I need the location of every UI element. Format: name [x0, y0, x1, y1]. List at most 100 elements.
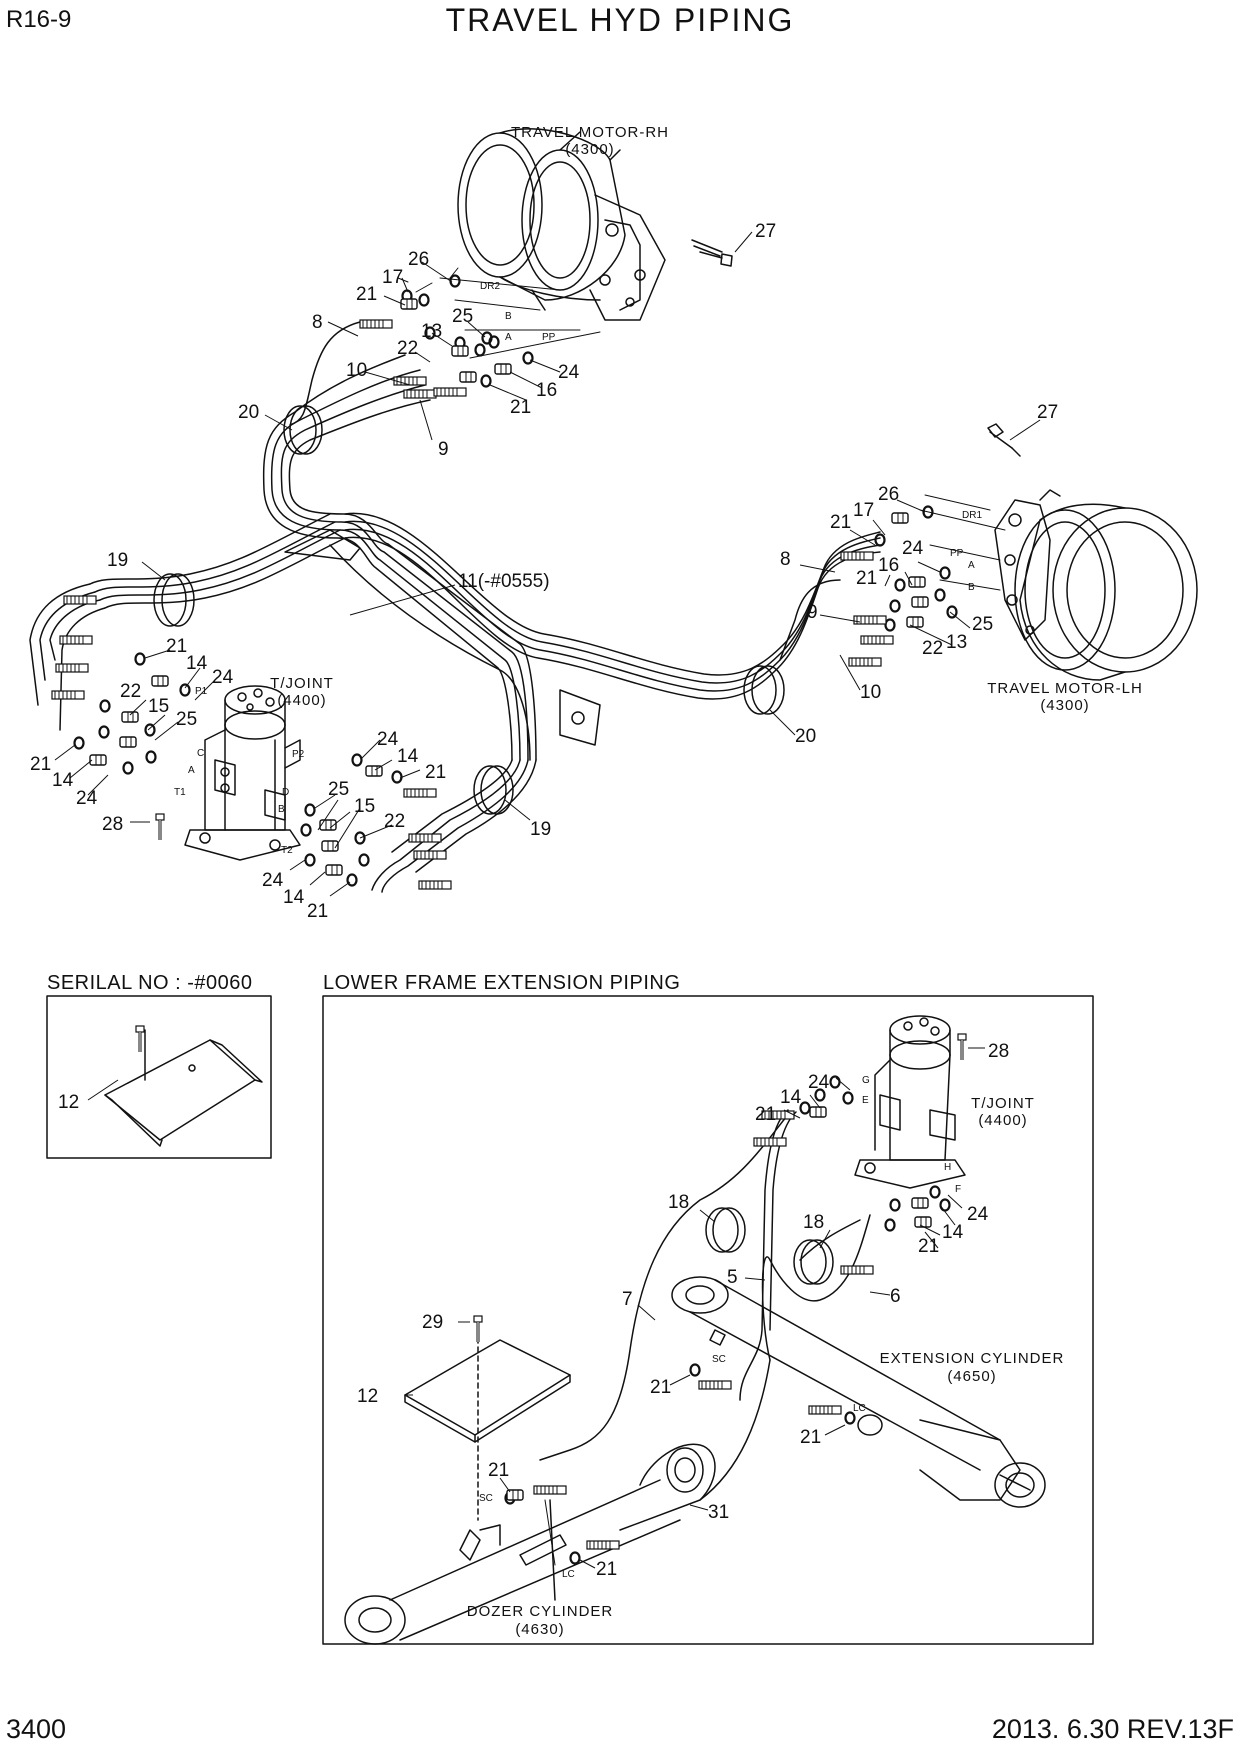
callout-24: 24 [377, 729, 399, 750]
dozer-cylinder [344, 1443, 716, 1645]
section-titles: SERILAL NO : -#0060 LOWER FRAME EXTENSIO… [47, 972, 680, 994]
port-p1: P1 [195, 686, 208, 697]
callout-21: 21 [166, 636, 187, 657]
port-lc1: LC [853, 1403, 866, 1414]
callout-9: 9 [438, 439, 449, 460]
callout-24: 24 [902, 538, 924, 559]
callout-22: 22 [384, 811, 405, 832]
page-title: TRAVEL HYD PIPING [445, 2, 795, 38]
callout-27: 27 [755, 221, 776, 242]
callout-15: 15 [354, 796, 375, 817]
port-dr1: DR1 [962, 510, 982, 521]
callout-12: 12 [357, 1386, 378, 1407]
callout-21: 21 [356, 284, 377, 305]
callout-19: 19 [530, 819, 551, 840]
extension-cylinder [671, 1276, 1046, 1508]
tjoint-ext-number: (4400) [978, 1112, 1027, 1129]
hose-bundle-main [29, 321, 881, 893]
callout-20: 20 [795, 726, 816, 747]
callout-14: 14 [186, 653, 208, 674]
callout-21: 21 [856, 568, 877, 589]
port-h: H [944, 1162, 951, 1173]
callout-24: 24 [558, 362, 580, 383]
callout-21: 21 [755, 1104, 776, 1125]
port-e: E [862, 1095, 869, 1106]
motor-lh-number: (4300) [1040, 697, 1089, 714]
callout-31: 31 [708, 1502, 729, 1523]
callout-25: 25 [176, 709, 197, 730]
clamp-20a [283, 405, 323, 455]
callout-25: 25 [452, 306, 473, 327]
callout-10: 10 [860, 682, 881, 703]
callout-22: 22 [922, 638, 943, 659]
component-labels: TRAVEL MOTOR-RH (4300) TRAVEL MOTOR-LH (… [270, 124, 1143, 1638]
callout-24: 24 [212, 667, 234, 688]
callout-21: 21 [510, 397, 531, 418]
callout-21: 21 [650, 1377, 671, 1398]
hose-5 [739, 1109, 797, 1401]
t-joint-main [184, 685, 301, 861]
callout-21: 21 [830, 512, 851, 533]
callout-6: 6 [890, 1286, 901, 1307]
extension-title: LOWER FRAME EXTENSION PIPING [323, 972, 680, 994]
hose-6 [761, 1214, 871, 1361]
cap-screw-27a [691, 239, 733, 267]
motor-rh-number: (4300) [565, 141, 614, 158]
callout-16: 16 [878, 555, 899, 576]
callout-8: 8 [312, 312, 323, 333]
callout-11: 11(-#0555) [458, 571, 550, 592]
callout-14: 14 [942, 1222, 964, 1243]
callout-28: 28 [988, 1041, 1009, 1062]
callout-14: 14 [397, 746, 419, 767]
port-f: F [955, 1184, 961, 1195]
callout-26: 26 [878, 484, 899, 505]
callout-7: 7 [622, 1289, 633, 1310]
callout-21: 21 [488, 1460, 509, 1481]
hose-31 [619, 1359, 771, 1531]
port-labels: DR2 B A PP DR1 PP A B P1 P2 C A T1 D B T… [174, 281, 982, 1580]
tjoint-main-label: T/JOINT [270, 675, 334, 692]
port-b-tj: B [278, 804, 285, 815]
dozer-cyl-number: (4630) [515, 1621, 564, 1638]
bracket-plate-12b [404, 1319, 571, 1521]
ext-cyl-number: (4650) [947, 1368, 996, 1385]
callout-14: 14 [283, 887, 305, 908]
callout-15: 15 [148, 696, 169, 717]
port-b-lh: B [968, 582, 975, 593]
clamp-20b [743, 665, 785, 715]
callout-21: 21 [800, 1427, 821, 1448]
callout-21: 21 [918, 1236, 939, 1257]
clamp-19a [153, 573, 195, 627]
t-joint-extension [854, 1015, 966, 1189]
port-b: B [505, 311, 512, 322]
port-c: C [197, 748, 204, 759]
callout-21: 21 [307, 901, 328, 922]
ext-cyl-label: EXTENSION CYLINDER [880, 1350, 1065, 1367]
callout-19: 19 [107, 550, 128, 571]
callout-18: 18 [668, 1192, 689, 1213]
cap-screw-27b [987, 423, 1021, 457]
motor-lh-label: TRAVEL MOTOR-LH [987, 680, 1143, 697]
callout-22: 22 [397, 338, 418, 359]
port-pp-lh: PP [950, 548, 964, 559]
callout-12: 12 [58, 1092, 79, 1113]
port-t1: T1 [174, 787, 186, 798]
callout-27: 27 [1037, 402, 1058, 423]
serial-box [46, 995, 272, 1159]
fittings-extension [134, 1024, 968, 1565]
callout-24: 24 [967, 1204, 989, 1225]
callout-24: 24 [262, 870, 284, 891]
callout-26: 26 [408, 249, 429, 270]
clamp-19b [473, 765, 514, 815]
port-sc1: SC [712, 1354, 726, 1365]
extension-box [322, 995, 1094, 1645]
callout-14: 14 [52, 770, 74, 791]
port-a-lh: A [968, 560, 975, 571]
date-revision: 2013. 6.30 REV.13F [991, 1714, 1234, 1744]
dozer-cyl-label: DOZER CYLINDER [467, 1603, 614, 1620]
travel-motor-rh [457, 128, 666, 321]
tjoint-ext-label: T/JOINT [971, 1095, 1035, 1112]
callout-20: 20 [238, 402, 259, 423]
callout-13: 13 [421, 321, 442, 342]
